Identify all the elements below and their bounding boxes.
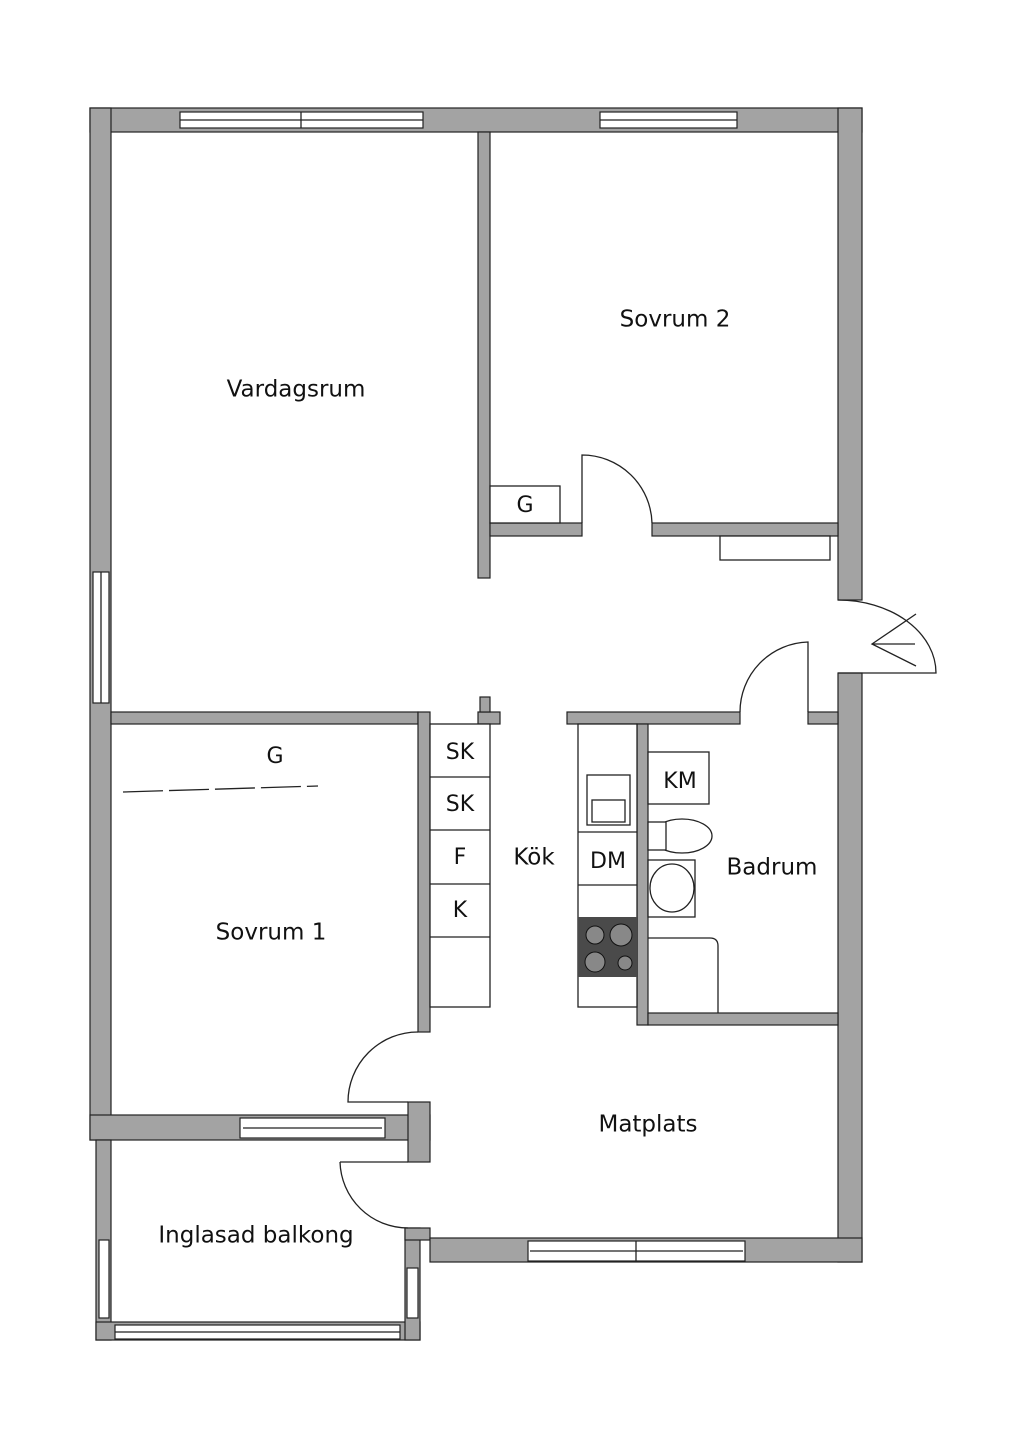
room-label-matplats: Matplats: [598, 1112, 697, 1138]
room-label-balkong: Inglasad balkong: [158, 1223, 353, 1249]
windows: [92, 111, 746, 1340]
wardrobe-label: G: [266, 744, 283, 769]
doors: [339, 454, 937, 1229]
room-label-sovrum-1: Sovrum 1: [216, 920, 327, 946]
fridge-label: K: [453, 898, 468, 923]
washing-machine-label: KM: [663, 769, 696, 794]
freezer-label: F: [454, 845, 467, 870]
fixtures: [122, 485, 831, 1013]
wardrobe-label: G: [516, 493, 533, 518]
room-label-badrum: Badrum: [727, 855, 818, 881]
room-label-kok: Kök: [513, 845, 555, 871]
cabinet-label: SK: [446, 740, 475, 765]
washbasin-icon: [647, 859, 696, 918]
entrance-arrow-icon: [870, 613, 917, 667]
room-label-vardagsrum: Vardagsrum: [227, 377, 366, 403]
labels: Vardagsrum Sovrum 2 Sovrum 1 Kök Badrum …: [158, 307, 817, 1249]
cabinet-label: SK: [446, 792, 475, 817]
room-label-sovrum-2: Sovrum 2: [620, 307, 731, 333]
dishwasher-label: DM: [590, 849, 626, 874]
